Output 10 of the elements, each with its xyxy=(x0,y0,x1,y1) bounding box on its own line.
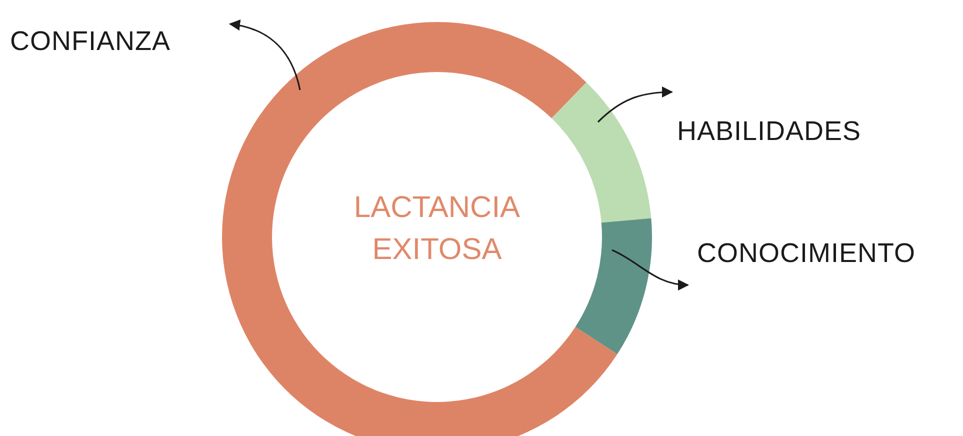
ring-segment xyxy=(222,22,618,436)
segment-label: HABILIDADES xyxy=(677,116,862,147)
arrow xyxy=(597,86,674,123)
segment-label: CONFIANZA xyxy=(10,26,171,57)
arrow xyxy=(612,249,690,290)
segment-label: CONOCIMIENTO xyxy=(697,238,916,269)
arrow xyxy=(228,20,301,90)
ring-segment xyxy=(552,82,652,223)
ring-segment xyxy=(575,218,652,354)
center-title: LACTANCIA EXITOSA xyxy=(352,190,522,268)
